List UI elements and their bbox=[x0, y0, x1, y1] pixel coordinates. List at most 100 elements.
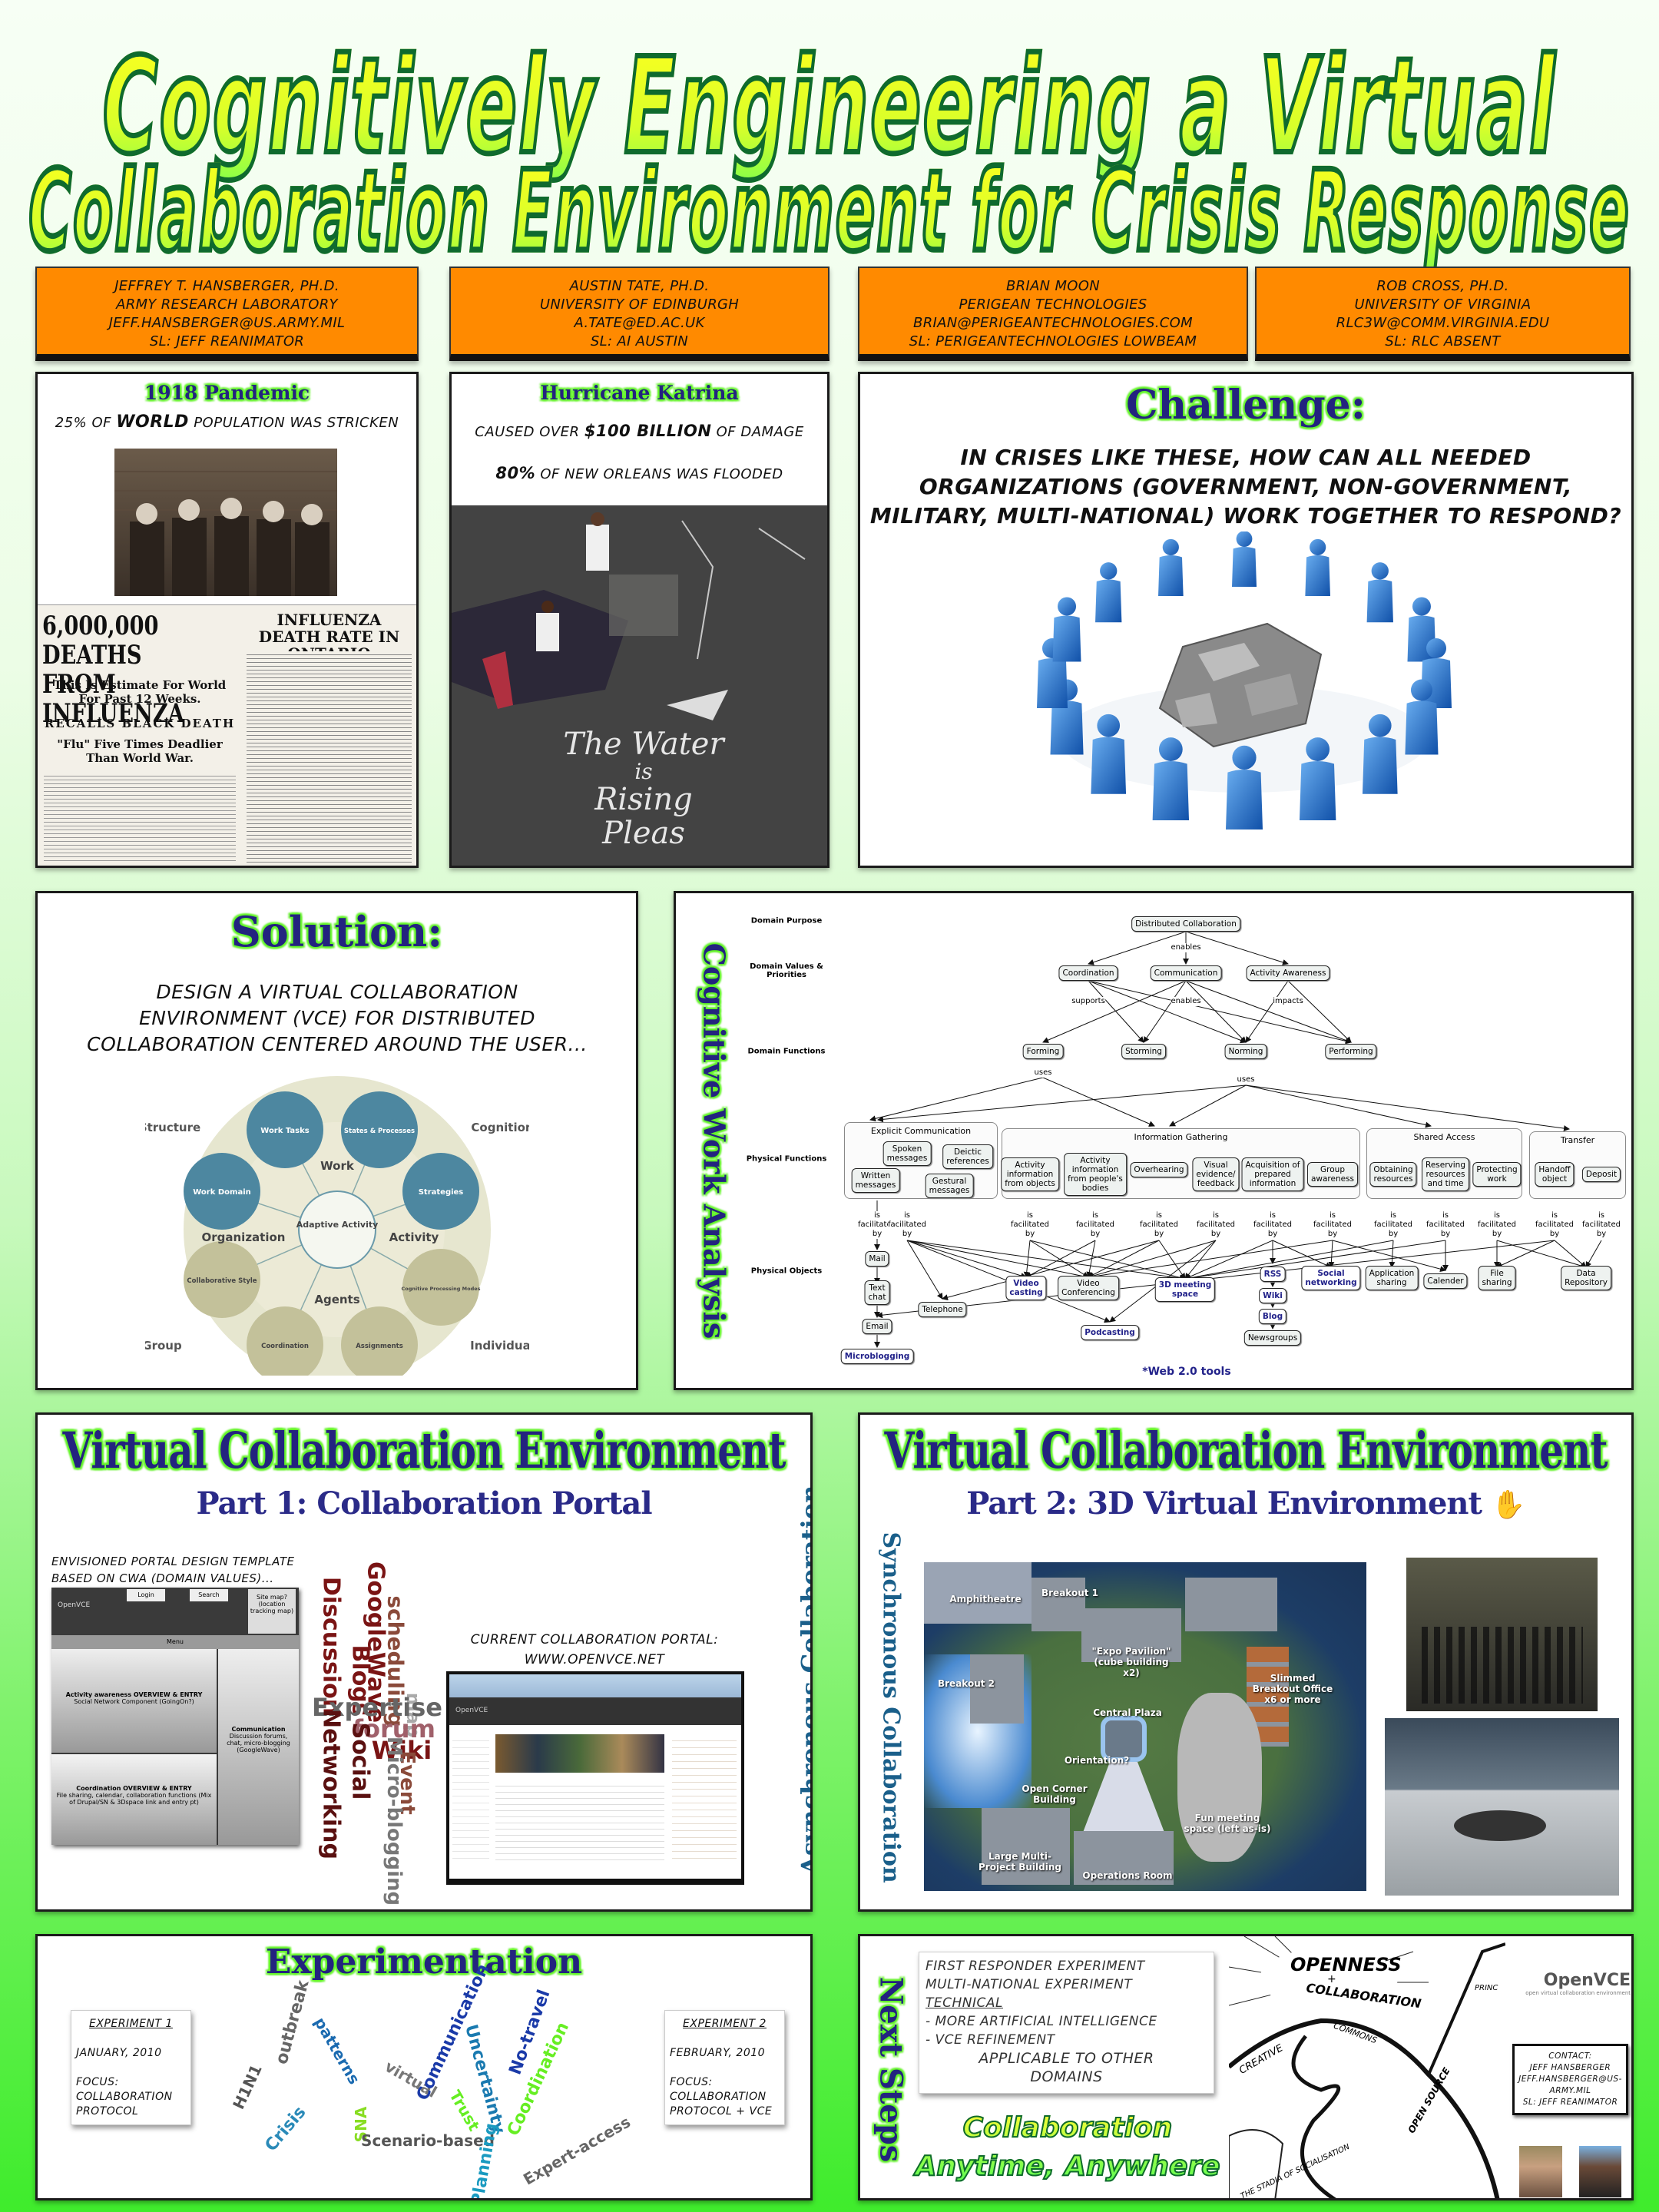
corner-label: Cognition bbox=[471, 1121, 529, 1134]
cwa-node-email: Email bbox=[862, 1319, 892, 1334]
cwa-edge bbox=[869, 1077, 1044, 1122]
adaptive-activity-diagram: Adaptive Activity Work Tasks States & Pr… bbox=[145, 1076, 529, 1376]
word-cloud-term: Micro-blogging bbox=[382, 1736, 406, 1906]
cwa-edge bbox=[906, 1240, 1027, 1279]
circle-label: Collaborative Style bbox=[187, 1277, 257, 1285]
cwa-node-acq: Acquisition of prepared information bbox=[1241, 1157, 1304, 1191]
experiment-focus: COLLABORATION PROTOCOL bbox=[76, 2091, 173, 2118]
circle-label: Coordination bbox=[261, 1343, 309, 1350]
cwa-edge bbox=[906, 1240, 1089, 1280]
cwa-edge bbox=[1184, 1240, 1394, 1281]
word-cloud-term: Trust bbox=[445, 2087, 484, 2134]
stat-emphasis: 80% bbox=[495, 464, 536, 482]
person-figure-icon bbox=[1091, 714, 1127, 794]
cwa-node-perf: Performing bbox=[1325, 1044, 1377, 1059]
cwa-edge bbox=[1088, 980, 1144, 1043]
challenge-panel: Challenge: IN CRISES LIKE THESE, HOW CAN… bbox=[858, 372, 1634, 868]
experiment-focus: COLLABORATION PROTOCOL + VCE bbox=[670, 2091, 773, 2118]
3d-auditorium-screenshot bbox=[1406, 1558, 1598, 1711]
author-org: UNIVERSITY OF EDINBURGH bbox=[539, 296, 740, 313]
author-sl: SL: AI AUSTIN bbox=[590, 333, 689, 349]
cwa-node-aip: Activity information from people's bodie… bbox=[1064, 1153, 1127, 1196]
facilitated-by-label: is facilitated by bbox=[1374, 1211, 1412, 1239]
author-email[interactable]: BRIAN@PERIGEANTECHNOLOGIES.COM bbox=[913, 315, 1193, 331]
author-name: ROB CROSS, PH.D. bbox=[1376, 278, 1509, 294]
word-cloud-term: Scenario-based bbox=[361, 2131, 495, 2150]
people-circle-puzzle-graphic bbox=[1037, 531, 1452, 830]
stat-text: OF NEW ORLEANS WAS FLOODED bbox=[540, 466, 783, 482]
author-avatar-photo bbox=[1579, 2146, 1621, 2197]
cwa-node-cal: Calender bbox=[1423, 1273, 1468, 1289]
cwa-edge-label: impacts bbox=[1273, 997, 1303, 1006]
cwa-edge-label: enables bbox=[1171, 943, 1201, 952]
cwa-node-aa: Activity Awareness bbox=[1246, 965, 1330, 981]
word-cloud-term: outbreak bbox=[272, 1978, 313, 2067]
adaptive-activity-circle bbox=[298, 1190, 376, 1269]
person-figure-icon bbox=[1405, 679, 1439, 755]
next-step-item: - MORE ARTIFICIAL INTELLIGENCE bbox=[926, 2014, 1157, 2029]
experiment-1-card: EXPERIMENT 1 JANUARY, 2010 FOCUS: COLLAB… bbox=[71, 2010, 191, 2125]
cwa-edge bbox=[1025, 1240, 1096, 1278]
person-figure-icon bbox=[1052, 597, 1081, 662]
person-figure-icon bbox=[1305, 538, 1330, 597]
inner-label: Organization bbox=[202, 1230, 286, 1244]
cwa-node-news: Newsgroups bbox=[1243, 1330, 1302, 1346]
flood-rooftop-photo bbox=[452, 505, 827, 866]
author-email[interactable]: A.TATE@ED.AC.UK bbox=[574, 315, 705, 331]
cwa-node-written: Written messages bbox=[851, 1168, 900, 1193]
poster-title-line-2: Collaboration Environment for Crisis Res… bbox=[0, 143, 1659, 292]
cwa-edge bbox=[1029, 1240, 1186, 1281]
cwa-edge bbox=[1554, 1240, 1587, 1268]
portal-url[interactable]: WWW.OPENVCE.NET bbox=[524, 1652, 665, 1667]
cwa-edge bbox=[942, 1240, 1160, 1301]
facilitated-by-label: is facilitated by bbox=[888, 1211, 926, 1239]
cwa-edge bbox=[1088, 1240, 1160, 1278]
next-steps-title: Next Steps bbox=[873, 1976, 909, 2163]
assignments-circle bbox=[341, 1306, 418, 1376]
circle-label: Assignments bbox=[356, 1343, 403, 1350]
word-cloud-term: Social bbox=[346, 1722, 374, 1800]
pandemic-stat: 25% OF WORLD POPULATION WAS STRICKEN bbox=[38, 412, 416, 432]
map-location-label: Fun meeting space (left as-is) bbox=[1184, 1813, 1271, 1834]
multi-project-building bbox=[982, 1808, 1070, 1885]
sketch-text: OPENNESS bbox=[1290, 1954, 1402, 1975]
portal-content bbox=[449, 1725, 741, 1879]
cwa-node-res: Reserving resources and time bbox=[1422, 1157, 1469, 1191]
cwa-edge bbox=[906, 1240, 943, 1300]
facilitated-by-label: is facilitated by bbox=[1582, 1211, 1621, 1239]
contact-email[interactable]: JEFF.HANSBERGER@US-ARMY.MIL bbox=[1518, 2075, 1622, 2095]
cwa-edge-label: enables bbox=[1171, 997, 1201, 1006]
word-cloud-term: Crisis bbox=[261, 2102, 310, 2156]
synchronous-collaboration-label: Synchronous Collaboration bbox=[877, 1532, 905, 1883]
author-email[interactable]: JEFF.HANSBERGER@US.ARMY.MIL bbox=[108, 315, 346, 331]
cwa-level-label: Physical Functions bbox=[746, 1154, 827, 1164]
stat-text: POPULATION WAS STRICKEN bbox=[194, 415, 399, 431]
word-cloud-term: Expert-access bbox=[520, 2112, 634, 2189]
cwa-node-over: Overhearing bbox=[1130, 1162, 1188, 1177]
author-email[interactable]: RLC3W@COMM.VIRGINIA.EDU bbox=[1336, 315, 1550, 331]
map-location-label: Large Multi-Project Building bbox=[979, 1851, 1061, 1873]
cwa-edge bbox=[1088, 1240, 1217, 1279]
sketch-text: + bbox=[1327, 1973, 1336, 1985]
facilitated-by-label: is facilitated by bbox=[1478, 1211, 1516, 1239]
cwa-edge bbox=[906, 1240, 1186, 1282]
corner-label: Structure bbox=[145, 1121, 200, 1134]
portal-template-mockup: OpenVCE Login Search Site map? (location… bbox=[51, 1588, 299, 1845]
cwa-node-wiki: Wiki bbox=[1259, 1288, 1286, 1303]
cwa-node-vconf: Video Conferencing bbox=[1058, 1276, 1119, 1300]
headline-line: FROM INFLUENZA bbox=[42, 669, 184, 729]
coordination-circle bbox=[247, 1306, 323, 1376]
stat-text: OF DAMAGE bbox=[716, 424, 804, 440]
cwa-node-deictic: Deictic references bbox=[942, 1144, 993, 1169]
cwa-node-pod: Podcasting bbox=[1081, 1325, 1139, 1340]
asynchronous-collaboration-label: Asynchronous Collaboration bbox=[796, 1485, 813, 1875]
facilitated-by-label: is facilitated by bbox=[1535, 1211, 1574, 1239]
cwa-node-coord: Coordination bbox=[1058, 965, 1118, 981]
contact-sl: SL: JEFF REANIMATOR bbox=[1522, 2098, 1618, 2107]
portal-label-text: CURRENT COLLABORATION PORTAL: bbox=[470, 1632, 719, 1647]
cwa-edge bbox=[1287, 980, 1352, 1043]
